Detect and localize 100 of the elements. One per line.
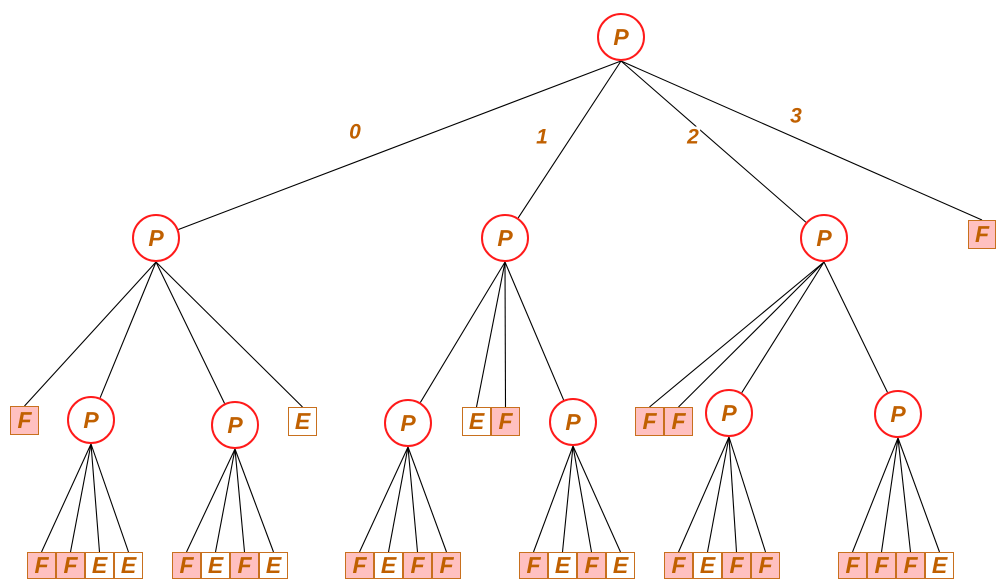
node-letter: P	[890, 402, 906, 426]
node-letter: P	[83, 408, 99, 432]
filled-leaf-square	[519, 552, 548, 579]
connector-line	[620, 60, 806, 223]
connector-line	[741, 262, 824, 393]
connector-line	[897, 438, 940, 552]
connector-line	[156, 262, 303, 408]
node-letter: F	[584, 554, 599, 577]
node-circle	[800, 214, 848, 262]
node-circle	[705, 389, 753, 437]
node-letter: P	[565, 410, 581, 434]
node-circle	[481, 214, 529, 262]
node-letter: F	[758, 554, 773, 577]
node-letter: P	[721, 402, 737, 424]
filled-leaf-square	[345, 552, 374, 579]
empty-leaf-square	[288, 407, 317, 436]
connector-line	[70, 444, 92, 552]
node-letter: F	[34, 554, 49, 577]
connector-line	[156, 262, 226, 404]
filled-leaf-square	[432, 552, 461, 579]
node-letter: E	[554, 554, 570, 577]
node-letter: F	[874, 554, 889, 577]
connector-line	[678, 436, 730, 552]
connector-line	[572, 446, 592, 552]
node-letter: P	[400, 412, 416, 434]
filled-leaf-square	[56, 552, 85, 579]
node-letter: E	[92, 554, 108, 577]
node-letter: F	[63, 554, 78, 577]
connector-line	[504, 262, 564, 400]
node-letter: P	[148, 226, 164, 250]
filled-leaf-square	[968, 220, 996, 249]
connector-line	[706, 436, 730, 552]
node-letter: P	[613, 26, 629, 48]
node-letter: E	[266, 554, 282, 577]
connector-line	[649, 262, 824, 408]
connector-line	[824, 262, 888, 393]
node-letter: E	[120, 554, 136, 577]
node-letter: F	[671, 554, 686, 577]
connector-line	[407, 446, 448, 552]
filled-leaf-square	[722, 552, 751, 579]
filled-leaf-square	[635, 407, 664, 436]
node-circle	[67, 396, 115, 444]
node-letter: F	[974, 223, 990, 246]
connector-line	[24, 262, 156, 406]
connector-line	[420, 262, 506, 403]
filled-leaf-square	[230, 552, 259, 579]
filled-leaf-square	[10, 406, 39, 435]
connector-line	[562, 446, 574, 552]
node-letter: F	[642, 410, 657, 433]
node-letter: F	[179, 554, 194, 577]
node-circle	[384, 399, 432, 447]
filled-leaf-square	[172, 552, 201, 579]
node-circle	[132, 214, 180, 262]
connector-line	[897, 438, 912, 552]
connector-line	[178, 60, 622, 230]
connector-line	[41, 444, 92, 552]
node-letter: E	[468, 410, 484, 433]
node-letter: F	[410, 554, 425, 577]
connector-line	[234, 448, 274, 552]
connector-line	[90, 444, 130, 552]
connector-line	[852, 438, 899, 552]
filled-leaf-square	[403, 552, 432, 579]
node-letter: F	[845, 554, 860, 577]
node-letter: F	[903, 554, 918, 577]
connector-line	[407, 446, 418, 552]
node-letter: P	[816, 226, 832, 250]
connector-line	[572, 446, 621, 552]
node-letter: F	[439, 554, 454, 577]
filled-leaf-square	[664, 552, 693, 579]
node-circle	[874, 390, 922, 438]
connector-line	[620, 60, 982, 220]
node-letter: E	[612, 554, 628, 577]
node-circle	[549, 398, 597, 446]
filled-leaf-square	[751, 552, 780, 579]
filled-leaf-square	[867, 552, 896, 579]
connector-line	[728, 436, 738, 552]
node-letter: F	[352, 554, 367, 577]
connector-line	[359, 446, 408, 552]
node-circle	[597, 13, 645, 61]
filled-leaf-square	[27, 552, 56, 579]
connector-line	[100, 262, 156, 398]
connector-line	[90, 444, 100, 552]
node-letter: P	[227, 414, 243, 436]
filled-leaf-square	[664, 407, 693, 436]
node-letter: E	[380, 554, 396, 577]
node-letter: F	[237, 554, 252, 577]
node-letter: E	[294, 410, 310, 433]
connector-line	[880, 438, 899, 552]
node-letter: F	[729, 554, 744, 577]
filled-leaf-square	[896, 552, 925, 579]
connector-line	[728, 436, 766, 552]
node-letter: F	[17, 409, 32, 432]
connector-line	[532, 446, 574, 552]
connector-line	[186, 448, 236, 552]
node-letter: F	[498, 410, 513, 433]
connector-line	[678, 262, 824, 408]
node-letter: E	[932, 554, 948, 577]
connector-line	[388, 446, 409, 552]
filled-leaf-square	[577, 552, 606, 579]
node-circle	[211, 401, 259, 449]
